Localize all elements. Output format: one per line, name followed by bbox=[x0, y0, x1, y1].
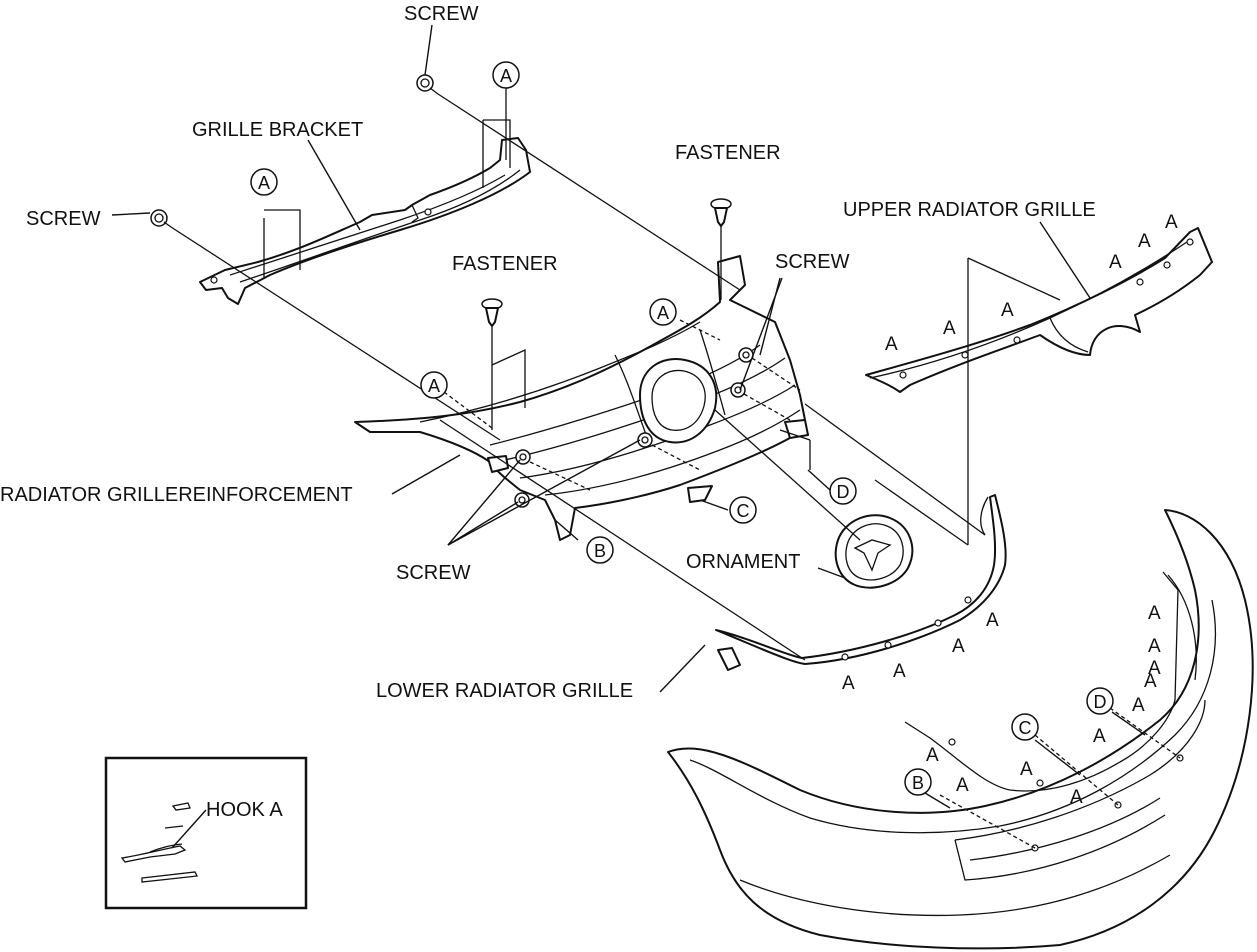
circled-ref-a-bracket: A bbox=[250, 168, 278, 196]
hook-marker-a: A bbox=[1001, 300, 1014, 321]
ref-d-bumper-text: D bbox=[1094, 692, 1107, 712]
fastener-right-part bbox=[710, 198, 732, 227]
hook-marker-a: A bbox=[926, 745, 939, 766]
circled-ref-d-bumper: D bbox=[1086, 687, 1114, 715]
label-screw-right: SCREW bbox=[775, 251, 850, 273]
label-grille-bracket: GRILLE BRACKET bbox=[192, 119, 363, 141]
ref-a-top-text: A bbox=[500, 66, 512, 86]
screw-left-part bbox=[150, 209, 172, 228]
circled-ref-b-bumper: B bbox=[904, 768, 932, 796]
circled-ref-a-reinforcement-left: A bbox=[420, 371, 448, 399]
ref-c-upper-text: C bbox=[737, 501, 750, 521]
label-screw-bottom: SCREW bbox=[396, 562, 471, 584]
hook-marker-a: A bbox=[842, 673, 855, 694]
ref-a-reinf-left-text: A bbox=[428, 376, 440, 396]
hook-marker-a: A bbox=[1144, 671, 1157, 692]
fastener-center-part bbox=[481, 298, 503, 327]
label-hook-a: HOOK A bbox=[206, 799, 283, 821]
hook-marker-a: A bbox=[1093, 726, 1106, 747]
hook-markers: A A A A A A A A A A A A A A A A A A A A bbox=[842, 212, 1178, 808]
hook-marker-a: A bbox=[986, 610, 999, 631]
circled-ref-a-top: A bbox=[492, 61, 520, 89]
ref-b-upper-text: B bbox=[594, 541, 606, 561]
label-screw-top: SCREW bbox=[404, 3, 479, 25]
label-screw-left: SCREW bbox=[26, 208, 101, 230]
hook-marker-a: A bbox=[1148, 658, 1161, 679]
upper-radiator-grille bbox=[865, 227, 1213, 393]
hook-marker-a: A bbox=[956, 775, 969, 796]
ref-a-bracket-text: A bbox=[258, 173, 270, 193]
hook-marker-a: A bbox=[1138, 231, 1151, 252]
circled-ref-b-upper: B bbox=[586, 536, 614, 564]
screw-bottom-parts bbox=[514, 432, 653, 508]
hook-a-inset: HOOK A bbox=[104, 756, 308, 910]
hook-marker-a: A bbox=[1070, 787, 1083, 808]
circled-ref-c-bumper: C bbox=[1011, 713, 1039, 741]
label-ornament: ORNAMENT bbox=[686, 551, 800, 573]
label-upper-radiator-grille: UPPER RADIATOR GRILLE bbox=[843, 199, 1096, 221]
label-radiator-grille-reinforcement: RADIATOR GRILLEREINFORCEMENT bbox=[0, 484, 353, 506]
ref-d-upper-text: D bbox=[837, 482, 850, 502]
hook-marker-a: A bbox=[1109, 252, 1122, 273]
hook-marker-a: A bbox=[893, 661, 906, 682]
label-leaders bbox=[111, 24, 1146, 809]
label-lower-radiator-grille: LOWER RADIATOR GRILLE bbox=[376, 680, 633, 702]
hook-marker-a: A bbox=[1148, 636, 1161, 657]
hook-marker-a: A bbox=[1132, 695, 1145, 716]
screw-top-part bbox=[416, 74, 439, 95]
assembly-lines bbox=[170, 88, 1061, 661]
lower-radiator-grille bbox=[715, 494, 1007, 671]
ref-b-bumper-text: B bbox=[912, 773, 924, 793]
hook-marker-a: A bbox=[1020, 759, 1033, 780]
hook-marker-a: A bbox=[943, 318, 956, 339]
circled-ref-c-upper: C bbox=[729, 496, 757, 524]
hook-marker-a: A bbox=[1165, 212, 1178, 233]
label-fastener-right: FASTENER bbox=[675, 142, 781, 164]
radiator-grille-reinforcement bbox=[354, 255, 809, 541]
hook-marker-a: A bbox=[885, 334, 898, 355]
hook-marker-a: A bbox=[952, 636, 965, 657]
grille-bracket bbox=[199, 137, 531, 305]
hook-marker-a: A bbox=[1148, 603, 1161, 624]
ornament bbox=[834, 514, 914, 589]
front-bumper bbox=[667, 509, 1254, 950]
circled-ref-a-reinforcement-right: A bbox=[649, 298, 677, 326]
ref-c-bumper-text: C bbox=[1019, 718, 1032, 738]
circled-ref-d-upper: D bbox=[829, 477, 857, 505]
ref-a-reinf-right-text: A bbox=[657, 303, 669, 323]
label-fastener-center: FASTENER bbox=[452, 253, 558, 275]
